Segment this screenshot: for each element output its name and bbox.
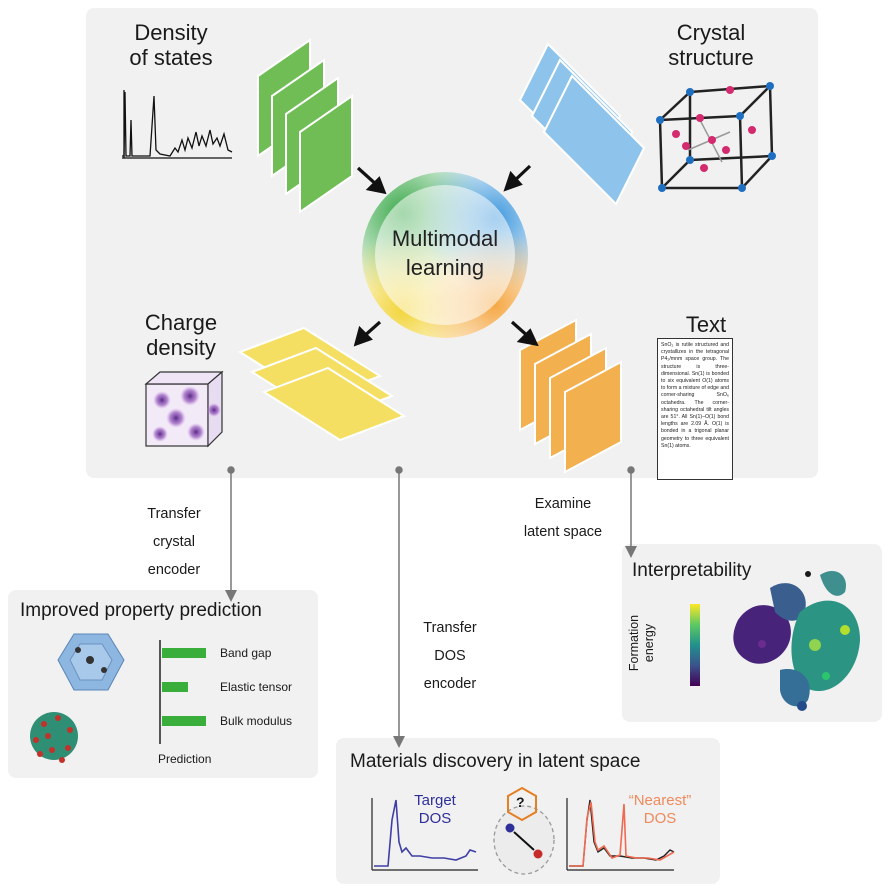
charge-label: Charge density — [116, 310, 246, 360]
dos-embedding-stack — [257, 38, 353, 214]
center-line2: learning — [405, 255, 485, 280]
charge-label-line2: density — [146, 335, 216, 360]
discovery-title: Materials discovery in latent space — [350, 751, 641, 772]
dos-label-line1: Density — [134, 20, 208, 45]
center-line1: Multimodal — [391, 226, 499, 251]
question-mark: ? — [516, 794, 525, 810]
transfer-dos-line3: encoder — [423, 676, 477, 692]
crystal-cluster-blue — [57, 633, 125, 691]
transfer-crystal-line1: Transfer — [147, 506, 201, 522]
examine-line2: latent space — [523, 524, 603, 540]
bar-label-band-gap: Band gap — [220, 646, 272, 660]
bar-band-gap — [162, 648, 206, 658]
nearest-line2: DOS — [643, 810, 677, 827]
document-text: SnO₂ is rutile structured and crystalliz… — [661, 342, 729, 449]
colorbar — [690, 604, 700, 686]
text-label: Text — [685, 312, 727, 337]
latent-scatter — [733, 571, 860, 711]
crystal-label-line2: structure — [668, 45, 754, 70]
crystal-label-line1: Crystal — [676, 20, 746, 45]
transfer-dos-line2: DOS — [434, 648, 466, 664]
interpretability-title: Interpretability — [632, 560, 752, 581]
charge-label-line1: Charge — [144, 310, 218, 335]
bar-label-bulk-modulus: Bulk modulus — [220, 714, 293, 728]
dos-label-line2: of states — [129, 45, 213, 70]
nearest-dos-label: “Nearest” DOS — [620, 792, 700, 828]
transfer-crystal-line3: encoder — [147, 562, 201, 578]
property-title: Improved property prediction — [20, 600, 262, 621]
prediction-axis-label: Prediction — [158, 752, 212, 766]
nearest-line1: “Nearest” — [628, 792, 692, 809]
target-line1: Target — [414, 792, 456, 809]
text-embedding-stack — [519, 318, 622, 474]
colorbar-label: Formation energy — [627, 603, 677, 683]
examine-line1: Examine — [534, 496, 592, 512]
crystal-label: Crystal structure — [646, 20, 776, 70]
transfer-crystal-label: Transfer crystal encoder — [128, 500, 220, 584]
target-dos-plot — [371, 798, 478, 871]
latent-neighbor-icon — [493, 786, 555, 875]
bar-elastic-tensor — [162, 682, 188, 692]
text-document: SnO₂ is rutile structured and crystalliz… — [657, 338, 733, 480]
transfer-crystal-line2: crystal — [153, 534, 195, 550]
transfer-dos-line1: Transfer — [423, 620, 477, 636]
multimodal-learning-label: Multimodal learning — [360, 224, 530, 282]
multimodal-circle — [362, 172, 528, 338]
charge-embedding-stack — [237, 326, 407, 442]
crystal-cluster-green — [30, 712, 78, 763]
nearest-dos-plot — [566, 798, 675, 871]
bar-label-elastic-tensor: Elastic tensor — [220, 680, 293, 694]
connector-arrows — [225, 466, 637, 748]
charge-density-cube — [144, 370, 224, 448]
crystal-atoms — [656, 82, 776, 192]
dos-plot — [122, 90, 233, 159]
colorbar-label-line1: Formation — [627, 614, 641, 672]
examine-label: Examine latent space — [508, 490, 618, 546]
target-line2: DOS — [418, 810, 452, 827]
colorbar-label-line2: energy — [642, 623, 656, 663]
target-dos-label: Target DOS — [400, 792, 470, 828]
transfer-dos-label: Transfer DOS encoder — [404, 614, 496, 698]
crystal-embedding-stack — [518, 42, 646, 206]
dos-label: Density of states — [106, 20, 236, 70]
bar-bulk-modulus — [162, 716, 206, 726]
input-arrows — [353, 164, 539, 347]
